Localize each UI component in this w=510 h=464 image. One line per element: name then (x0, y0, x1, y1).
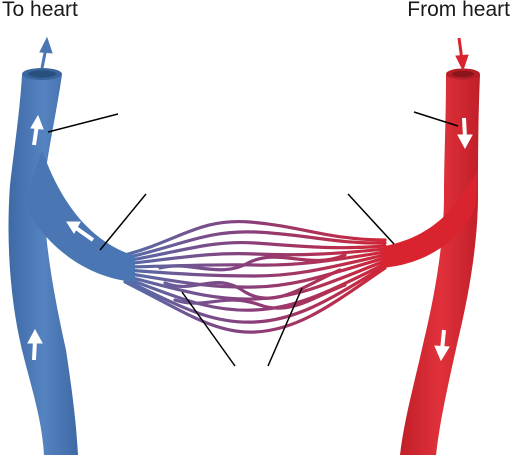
flow-arrow-icon (66, 221, 95, 242)
leader-line-capillary-left (181, 291, 236, 367)
artery (400, 68, 480, 455)
flow-arrow-icon (457, 117, 473, 150)
leader-line-arteriole (347, 193, 395, 245)
arteriole (380, 170, 478, 268)
vein (8, 68, 78, 455)
to-heart-label: To heart (2, 0, 78, 21)
flow-arrow-icon (30, 114, 44, 146)
leader-line-vein (47, 113, 119, 133)
leader-lines (47, 111, 459, 367)
flow-arrow-icon (39, 36, 53, 69)
leader-line-venule (99, 193, 147, 251)
leader-line-capillary-right (267, 287, 303, 367)
flow-arrow-icon (399, 220, 423, 239)
capillary-bed (123, 219, 387, 334)
leader-line-artery (413, 111, 459, 127)
flow-arrow-icon (455, 37, 469, 72)
flow-arrow-icon (27, 328, 43, 361)
venule (24, 150, 135, 282)
from-heart-label: From heart (407, 0, 510, 21)
flow-arrow-icon (434, 329, 450, 362)
